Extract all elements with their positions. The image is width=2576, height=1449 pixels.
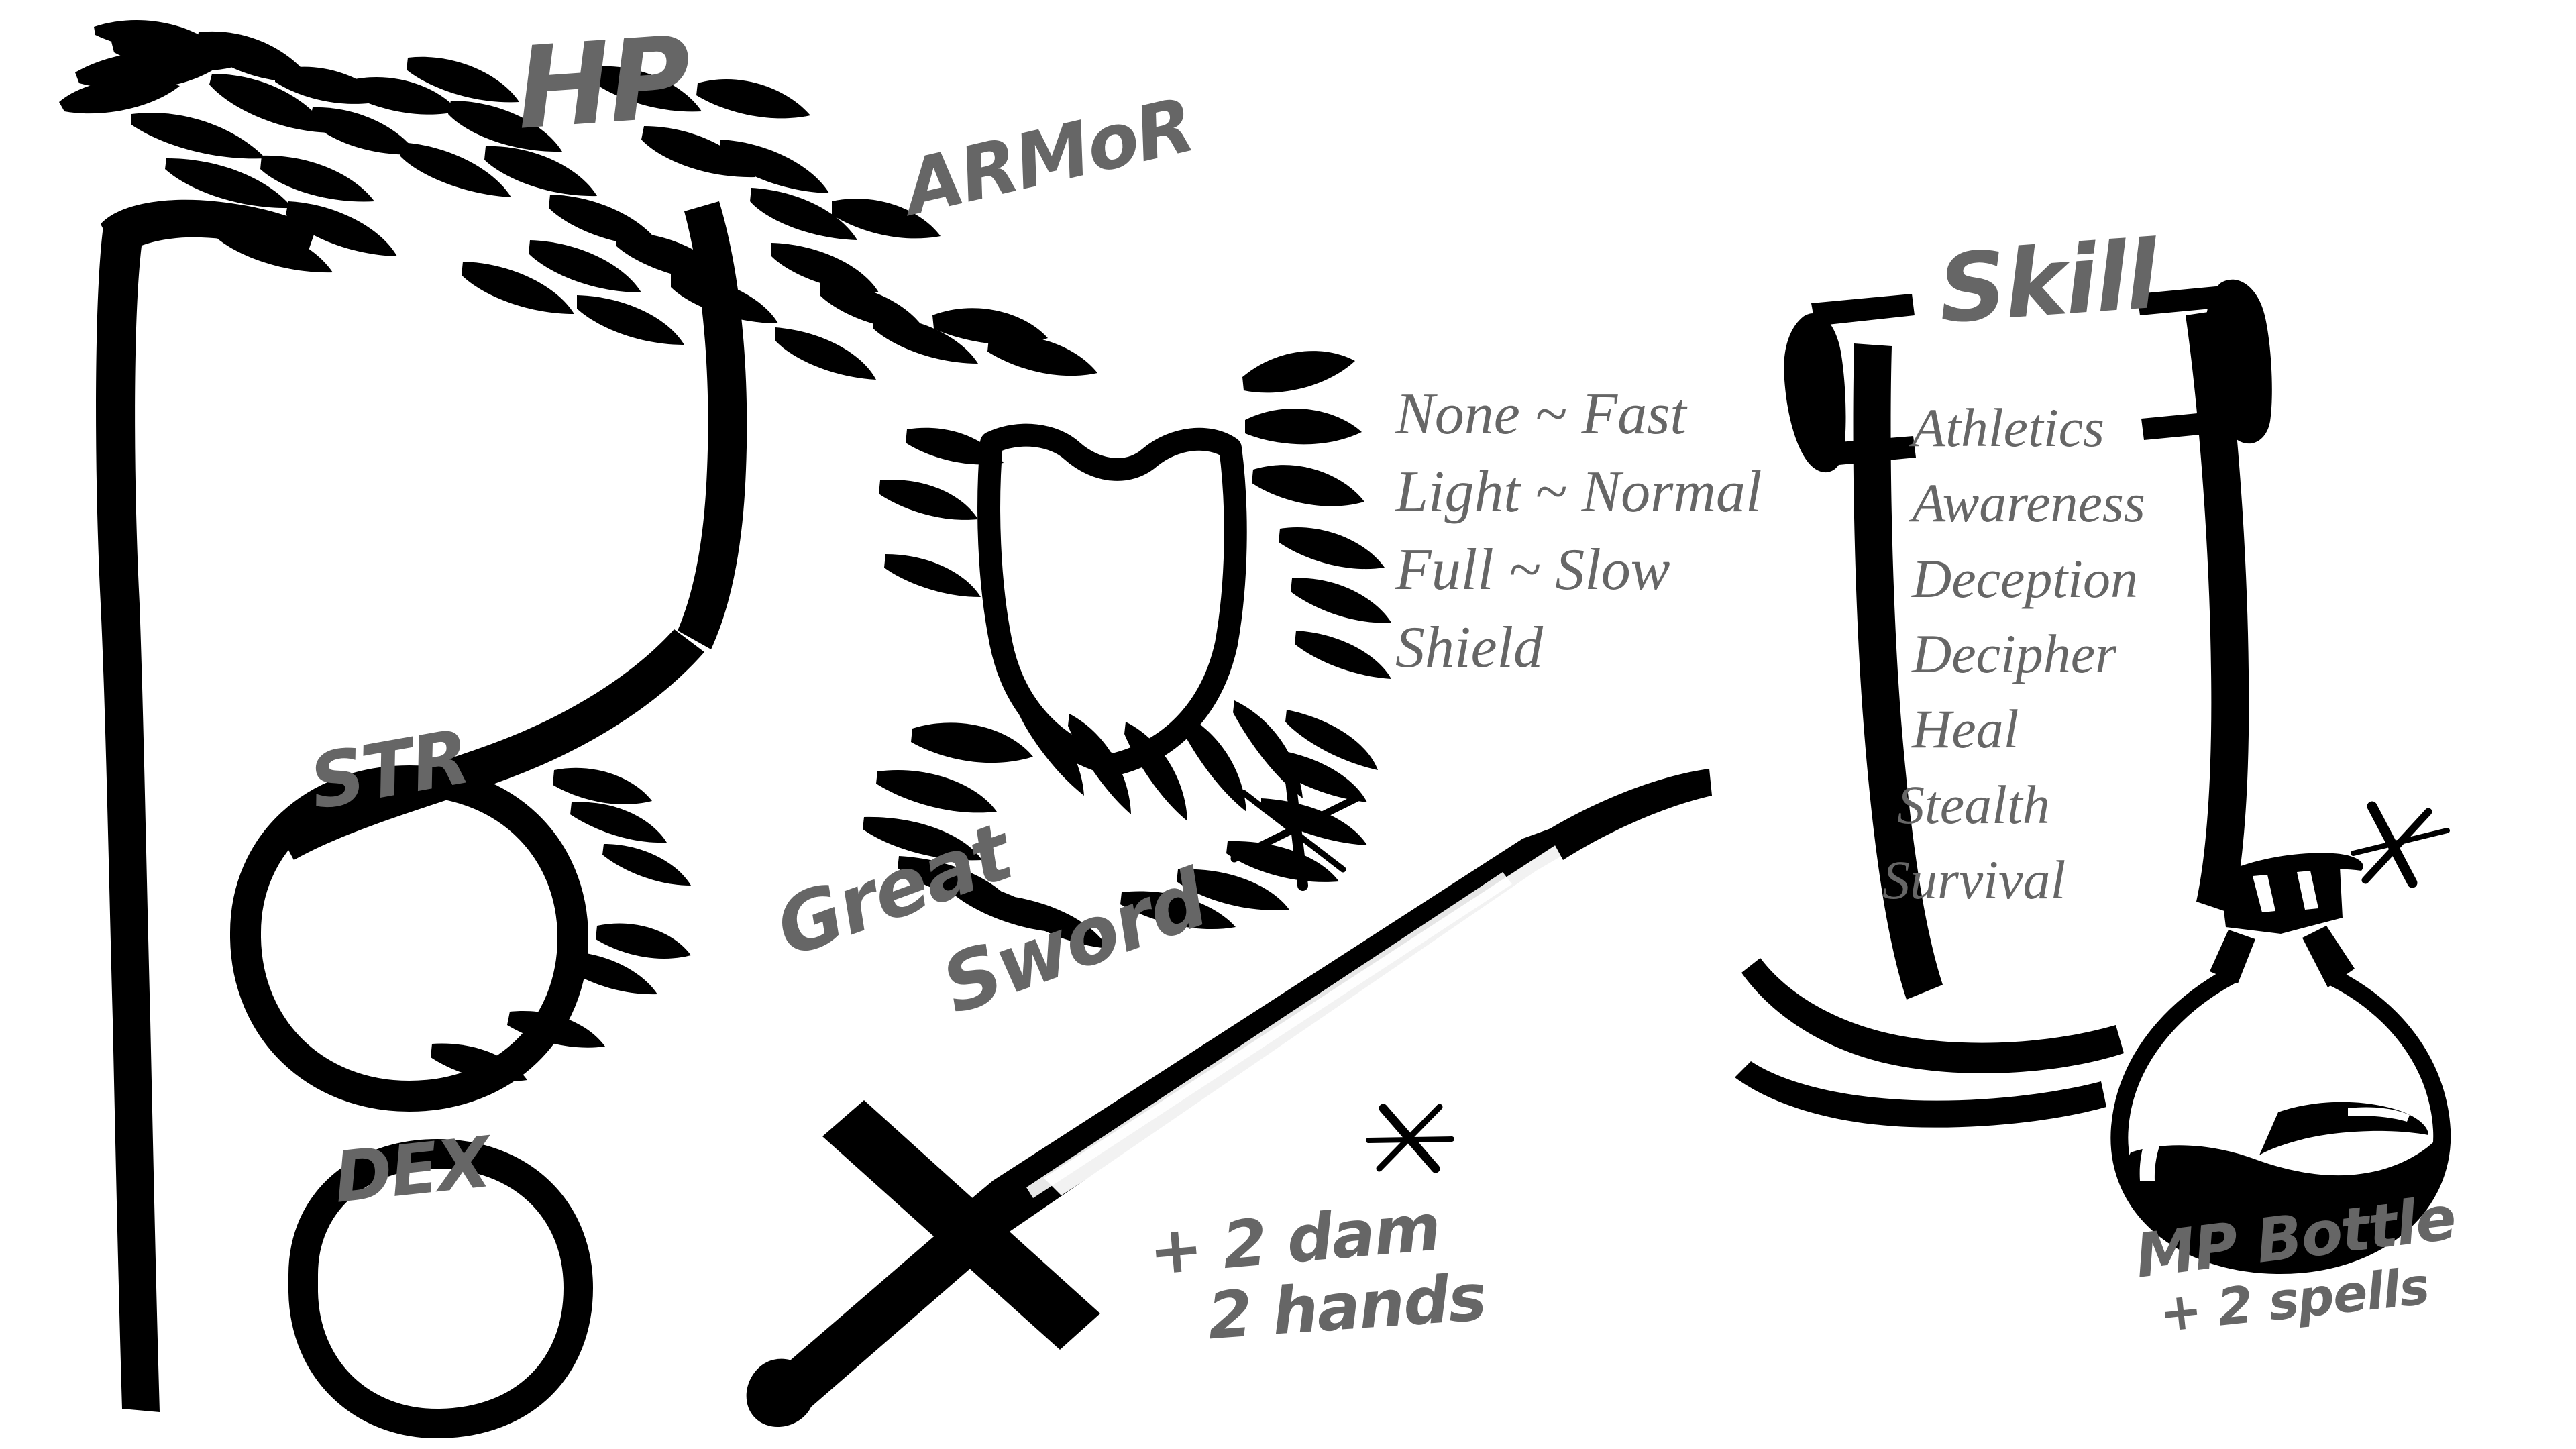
sparkle-icon (1230, 753, 1454, 1173)
armor-label: ARMoR (896, 81, 1201, 233)
weapon-handedness: 2 hands (1205, 1259, 1488, 1354)
armor-option: Light ~ Normal (1395, 460, 1762, 525)
skill-item: Survival (1882, 849, 2066, 910)
dex-label: DEX (330, 1121, 494, 1219)
armor-option: Shield (1395, 615, 1543, 681)
potion-icon (2110, 853, 2451, 1275)
skill-item: Awareness (1912, 472, 2145, 534)
laurel-icon (863, 308, 1391, 949)
skill-item: Deception (1912, 547, 2138, 609)
laurel-icon (59, 20, 978, 380)
str-circle-icon (230, 765, 691, 1112)
skill-title: Skill (1935, 220, 2160, 345)
armor-options-list: None ~ Fast Light ~ Normal Full ~ Slow S… (1395, 376, 1762, 688)
shield-icon (977, 423, 1247, 776)
armor-option: None ~ Fast (1395, 382, 1686, 447)
skill-item: Stealth (1897, 773, 2050, 835)
armor-option: Full ~ Slow (1395, 537, 1670, 603)
skill-item: Heal (1912, 698, 2019, 760)
hp-label: HP (512, 11, 694, 155)
skill-item: Athletics (1912, 397, 2104, 458)
sparkle-icon (2351, 801, 2450, 888)
str-label: STR (303, 713, 476, 827)
skill-items-list: Athletics Awareness Deception Decipher H… (1882, 390, 2145, 918)
sword-icon (746, 769, 1712, 1427)
dex-circle-icon (288, 1138, 594, 1439)
skill-item: Decipher (1912, 623, 2117, 684)
scroll-icon (1735, 279, 2272, 1128)
